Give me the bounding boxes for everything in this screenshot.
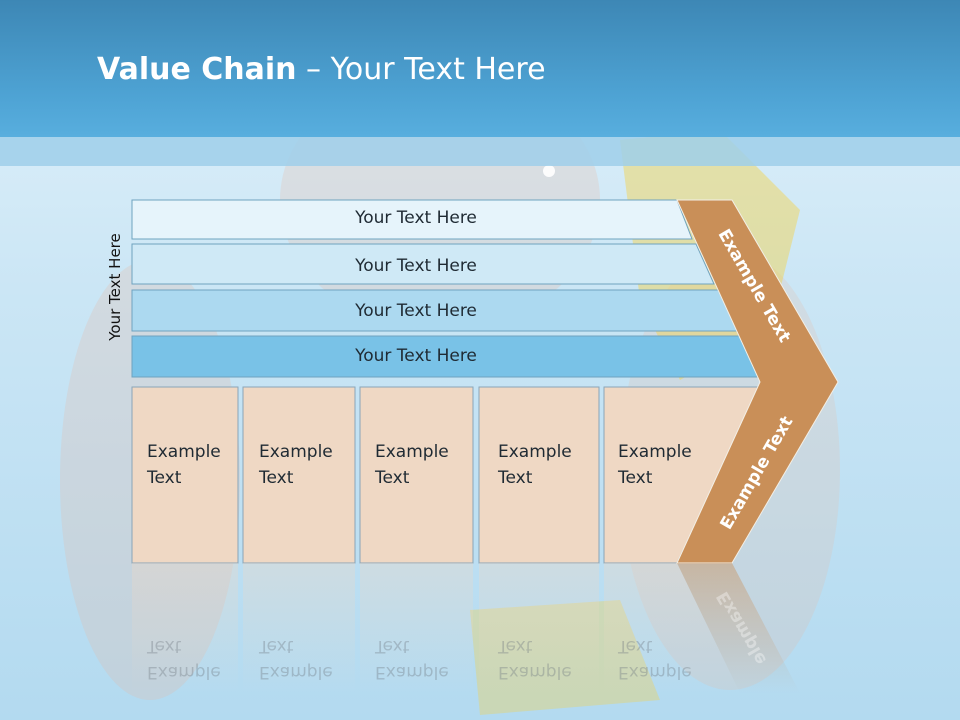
box-1-reflection-label: Example Text xyxy=(147,636,221,682)
box-3-reflection xyxy=(360,563,473,693)
bar-1-label: Your Text Here xyxy=(355,208,477,228)
box-1 xyxy=(131,386,239,564)
box-4-label: Example Text xyxy=(498,442,572,488)
box-3-label: Example Text xyxy=(375,442,449,488)
bar-2-label: Your Text Here xyxy=(355,256,477,276)
box-2-reflection-label: Example Text xyxy=(259,636,333,682)
box-3-reflection-label: Example Text xyxy=(375,636,449,682)
box-2 xyxy=(242,386,356,564)
header-underband xyxy=(0,137,960,166)
title-bold: Value Chain xyxy=(97,52,297,87)
title-rest: – Your Text Here xyxy=(296,52,546,87)
box-2-label: Example Text xyxy=(259,442,333,488)
box-4-reflection xyxy=(479,563,599,693)
bar-3-label: Your Text Here xyxy=(355,301,477,321)
box-4 xyxy=(478,386,600,564)
chevron-reflection xyxy=(677,563,800,693)
bar-1 xyxy=(131,199,693,240)
box-5-label: Example Text xyxy=(618,442,692,488)
box-1-reflection xyxy=(132,563,238,693)
side-label: Your Text Here xyxy=(106,233,124,341)
box-1-label: Example Text xyxy=(147,442,221,488)
box-3 xyxy=(359,386,474,564)
box-2-reflection xyxy=(243,563,355,693)
slide-title: Value Chain – Your Text Here xyxy=(97,52,546,87)
box-5-reflection-label: Example Text xyxy=(618,636,692,682)
box-4-reflection-label: Example Text xyxy=(498,636,572,682)
box-5-reflection xyxy=(604,563,740,693)
bar-4-label: Your Text Here xyxy=(355,346,477,366)
header-band xyxy=(0,0,960,137)
bar-2 xyxy=(131,243,715,285)
